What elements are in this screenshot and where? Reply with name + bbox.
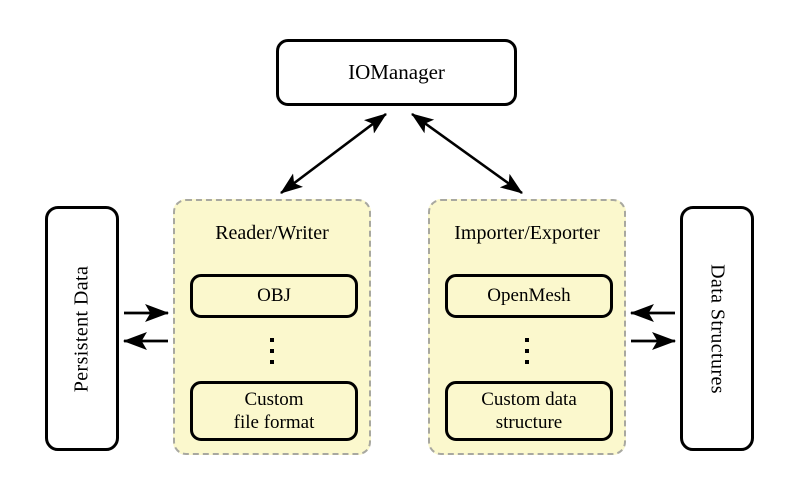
reader-writer-item-obj[interactable]: OBJ [190,274,358,318]
persistent-data-node[interactable]: Persistent Data [45,206,119,451]
persistent-data-label: Persistent Data [70,265,93,392]
importer-exporter-item-openmesh-label: OpenMesh [487,285,571,307]
arrow-manager-importer-exporter [411,112,523,195]
io-manager-node[interactable]: IOManager [276,39,517,106]
importer-exporter-item-openmesh[interactable]: OpenMesh [445,274,613,318]
reader-writer-panel-title: Reader/Writer [215,222,329,244]
io-manager-label: IOManager [348,60,445,85]
importer-exporter-panel-title: Importer/Exporter [454,222,600,244]
importer-exporter-ellipsis-icon [430,331,624,364]
arrow-manager-reader-writer [280,112,387,195]
data-structures-label: Data Structures [706,263,729,394]
data-structures-node[interactable]: Data Structures [680,206,754,451]
reader-writer-ellipsis-icon [175,331,369,364]
reader-writer-item-obj-label: OBJ [257,285,291,307]
